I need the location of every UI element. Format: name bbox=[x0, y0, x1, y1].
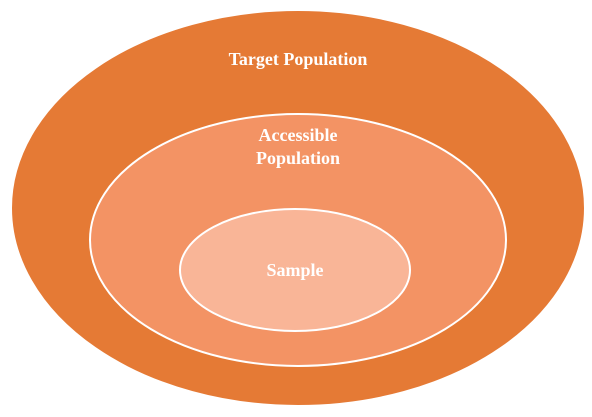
accessible-population-label-line2: Population bbox=[256, 148, 340, 168]
sample-ellipse bbox=[179, 208, 411, 332]
target-population-label: Target Population bbox=[229, 49, 368, 69]
sample-label: Sample bbox=[266, 260, 323, 280]
accessible-population-label-line1: Accessible bbox=[259, 125, 338, 145]
